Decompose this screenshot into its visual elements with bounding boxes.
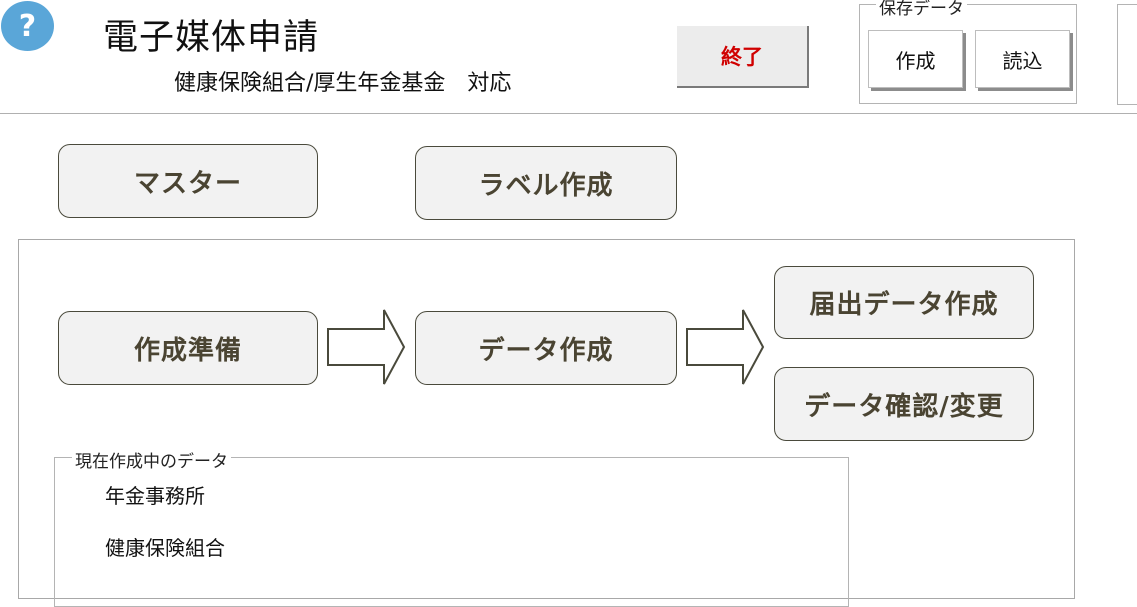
partial-panel <box>1117 4 1137 105</box>
right-arrow-icon <box>327 309 406 385</box>
exit-button[interactable]: 終了 <box>677 26 809 88</box>
data-confirm-button[interactable]: データ確認/変更 <box>774 367 1034 441</box>
master-button[interactable]: マスター <box>58 144 318 218</box>
current-data-group-label: 現在作成中のデータ <box>72 450 231 474</box>
prep-button[interactable]: 作成準備 <box>58 311 318 385</box>
current-data-group <box>54 457 849 607</box>
right-arrow-icon <box>686 309 765 385</box>
save-create-button[interactable]: 作成 <box>868 30 963 88</box>
save-data-group <box>859 4 1077 104</box>
header-divider <box>0 113 1137 114</box>
app-subtitle: 健康保険組合/厚生年金基金 対応 <box>174 71 512 96</box>
current-data-item: 健康保険組合 <box>105 536 225 560</box>
save-data-group-label: 保存データ <box>876 0 967 21</box>
data-create-button[interactable]: データ作成 <box>415 311 677 385</box>
filing-data-create-button[interactable]: 届出データ作成 <box>774 266 1034 339</box>
save-load-button[interactable]: 読込 <box>975 30 1070 88</box>
help-icon[interactable]: ? <box>1 1 54 51</box>
label-create-button[interactable]: ラベル作成 <box>415 146 677 220</box>
app-title: 電子媒体申請 <box>103 18 320 58</box>
current-data-item: 年金事務所 <box>105 484 205 508</box>
